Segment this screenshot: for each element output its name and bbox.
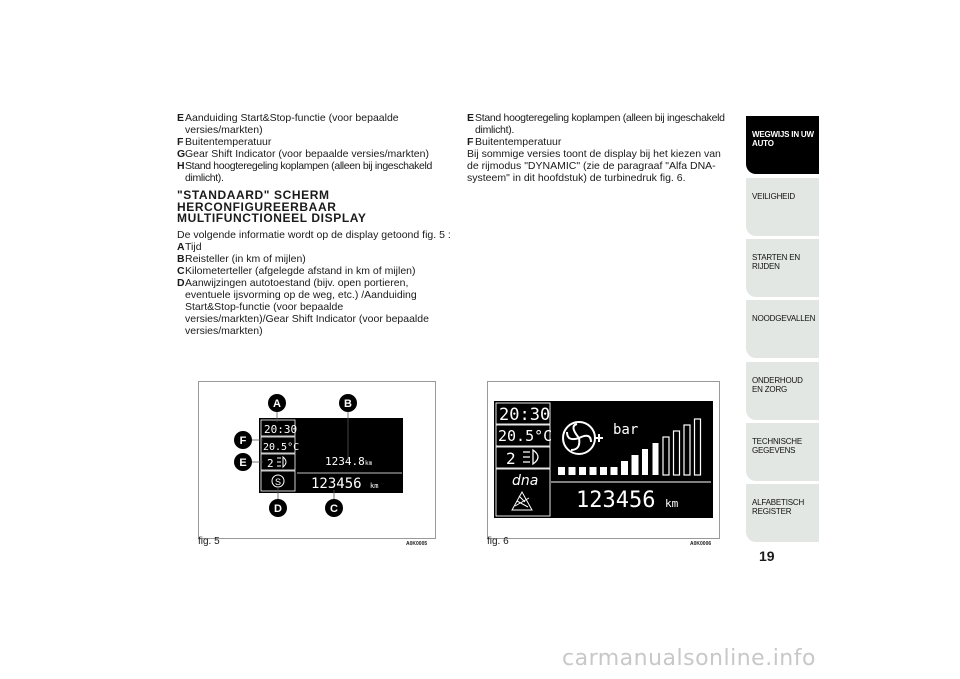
gear-readout: 2 xyxy=(267,457,274,470)
boost-gauge xyxy=(558,418,702,476)
figure-5-caption: fig. 5 xyxy=(198,536,220,547)
tab-technische-gegevens[interactable]: TECHNISCHE GEGEVENS xyxy=(746,423,819,481)
dna-label: dna xyxy=(512,473,538,489)
figure-5-code: A0K0005 xyxy=(406,541,428,547)
boost-segment xyxy=(631,455,639,475)
time-readout: 20:30 xyxy=(264,423,297,436)
odometer-unit: km xyxy=(370,482,378,490)
svg-text:D: D xyxy=(274,503,282,515)
road-icon xyxy=(511,490,533,511)
figure-5-illustration: 20:30 20.5°C 2 S 1234.8 km 123456 km A xyxy=(234,394,403,517)
svg-text:C: C xyxy=(330,503,338,515)
boost-segment xyxy=(610,467,618,475)
svg-text:E: E xyxy=(239,457,246,469)
boost-segment xyxy=(642,449,648,475)
tab-noodgevallen[interactable]: NOODGEVALLEN xyxy=(746,300,819,358)
time-readout: 20:30 xyxy=(499,405,550,425)
callout-a: A xyxy=(268,394,286,412)
watermark: carmanualsonline.info xyxy=(562,646,816,671)
callout-c: C xyxy=(325,499,343,517)
boost-segment xyxy=(683,424,691,476)
callout-d: D xyxy=(269,499,287,517)
tab-alfabetisch-register[interactable]: ALFABETISCH REGISTER xyxy=(746,484,819,542)
figure-6-code: A0K0006 xyxy=(690,541,712,547)
temp-readout: 20.5°C xyxy=(498,427,552,445)
boost-segment xyxy=(568,467,576,475)
trip-readout: 1234.8 xyxy=(325,455,365,468)
time-cell xyxy=(260,419,296,437)
svg-text:A: A xyxy=(273,398,281,410)
boost-segment xyxy=(672,430,681,476)
bar-label: bar xyxy=(613,422,638,438)
boost-segment xyxy=(662,436,670,476)
temp-cell xyxy=(260,436,296,454)
trip-unit: km xyxy=(365,460,373,467)
odometer-readout: 123456 xyxy=(311,476,362,492)
boost-segment xyxy=(558,467,565,475)
figure-6-illustration: 20:30 20.5°C 2 dna bar 123456 km xyxy=(494,401,713,518)
svg-text:B: B xyxy=(344,398,352,410)
figure-6-caption: fig. 6 xyxy=(487,536,509,547)
boost-segment xyxy=(621,461,628,475)
lcd-screen xyxy=(259,418,403,493)
boost-segment xyxy=(652,443,659,475)
boost-segment xyxy=(579,467,586,475)
page-number: 19 xyxy=(759,548,775,564)
lcd-screen xyxy=(494,401,713,518)
headlamp-level-icon xyxy=(277,455,287,469)
callout-f: F xyxy=(234,431,252,449)
tab-veiligheid[interactable]: VEILIGHEID xyxy=(746,178,819,236)
callout-e: E xyxy=(234,453,252,471)
dynamic-paragraph: Bij sommige versies toont de display bij… xyxy=(467,148,721,184)
tab-onderhoud-en-zorg[interactable]: ONDERHOUD EN ZORG xyxy=(746,362,819,420)
figure-5-frame: 20:30 20.5°C 2 S 1234.8 km 123456 km A xyxy=(198,381,436,539)
svg-text:F: F xyxy=(240,435,247,447)
temp-readout: 20.5°C xyxy=(263,442,299,453)
section-heading: "STANDAARD" SCHERM HERCONFIGUREERBAAR MU… xyxy=(177,188,367,225)
svg-text:S: S xyxy=(275,477,281,487)
figure-6-frame: 20:30 20.5°C 2 dna bar 123456 km xyxy=(487,381,720,539)
boost-segment xyxy=(600,467,607,475)
boost-segment xyxy=(589,467,597,475)
boost-segment xyxy=(693,418,702,476)
callout-b: B xyxy=(339,394,357,412)
gear-readout: 2 xyxy=(506,449,516,468)
turbo-icon xyxy=(562,421,603,455)
odometer-readout: 123456 xyxy=(576,488,655,513)
tab-wegwijs[interactable]: WEGWIJS IN UW AUTO xyxy=(746,116,819,174)
tab-starten-en-rijden[interactable]: STARTEN EN RIJDEN xyxy=(746,239,819,297)
odometer-unit: km xyxy=(665,497,679,510)
intro-paragraph: De volgende informatie wordt op de displ… xyxy=(177,228,451,241)
headlamp-level-icon xyxy=(523,448,539,466)
